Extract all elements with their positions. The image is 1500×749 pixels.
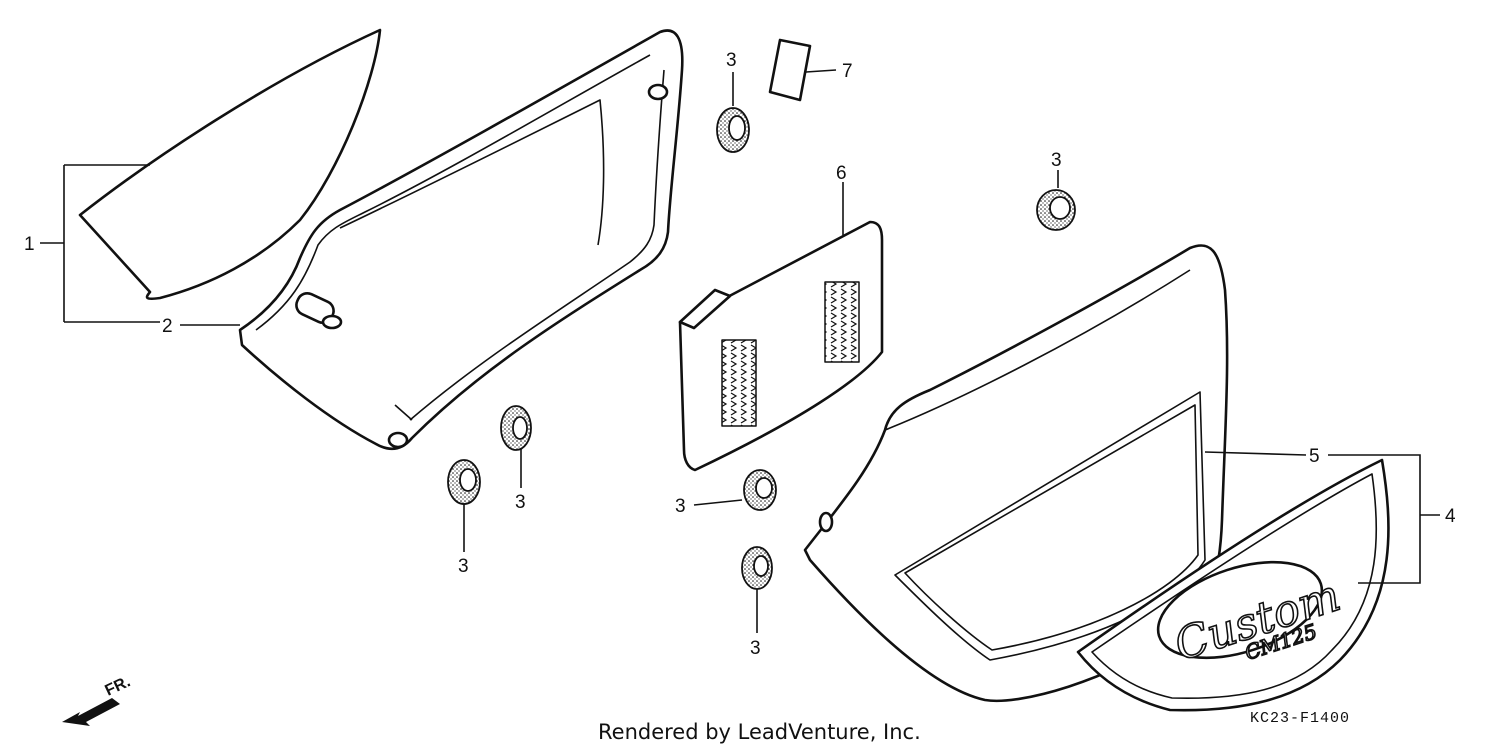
direction-label: FR. [103, 673, 134, 699]
grommet-d[interactable] [447, 459, 481, 505]
diagram-code: KC23-F1400 [1250, 710, 1350, 727]
callout-4: 4 [1445, 506, 1456, 527]
callout-3-bottom: 3 [750, 638, 761, 659]
grommet-a[interactable] [716, 107, 750, 153]
callout-3-top: 3 [726, 50, 737, 71]
part-7-label[interactable] [768, 38, 812, 102]
callout-7: 7 [842, 61, 853, 82]
callout-3-low-left: 3 [458, 556, 469, 577]
arrow-icon [62, 698, 120, 726]
grommet-e[interactable] [743, 469, 777, 511]
part-4-right-emblem[interactable]: Custom CM125 [1076, 458, 1390, 712]
part-5-right-side-cover[interactable] [803, 244, 1229, 703]
grommet-c[interactable] [500, 405, 532, 451]
callout-2: 2 [162, 316, 173, 337]
grommet-f[interactable] [741, 546, 773, 590]
callout-5: 5 [1309, 446, 1320, 467]
part-6-inner-panel[interactable] [678, 220, 884, 472]
part-1-left-emblem[interactable] [78, 28, 382, 301]
callout-1: 1 [24, 234, 35, 255]
callout-3-right: 3 [1051, 150, 1062, 171]
front-direction-indicator: FR. [62, 673, 133, 726]
callout-3-center: 3 [675, 496, 686, 517]
callout-6: 6 [836, 163, 847, 184]
leader-lines [40, 69, 1440, 633]
grommet-b[interactable] [1036, 189, 1076, 231]
footer-credit: Rendered by LeadVenture, Inc. [598, 720, 921, 744]
callout-3-mid: 3 [515, 492, 526, 513]
part-2-left-side-cover[interactable] [238, 29, 684, 451]
